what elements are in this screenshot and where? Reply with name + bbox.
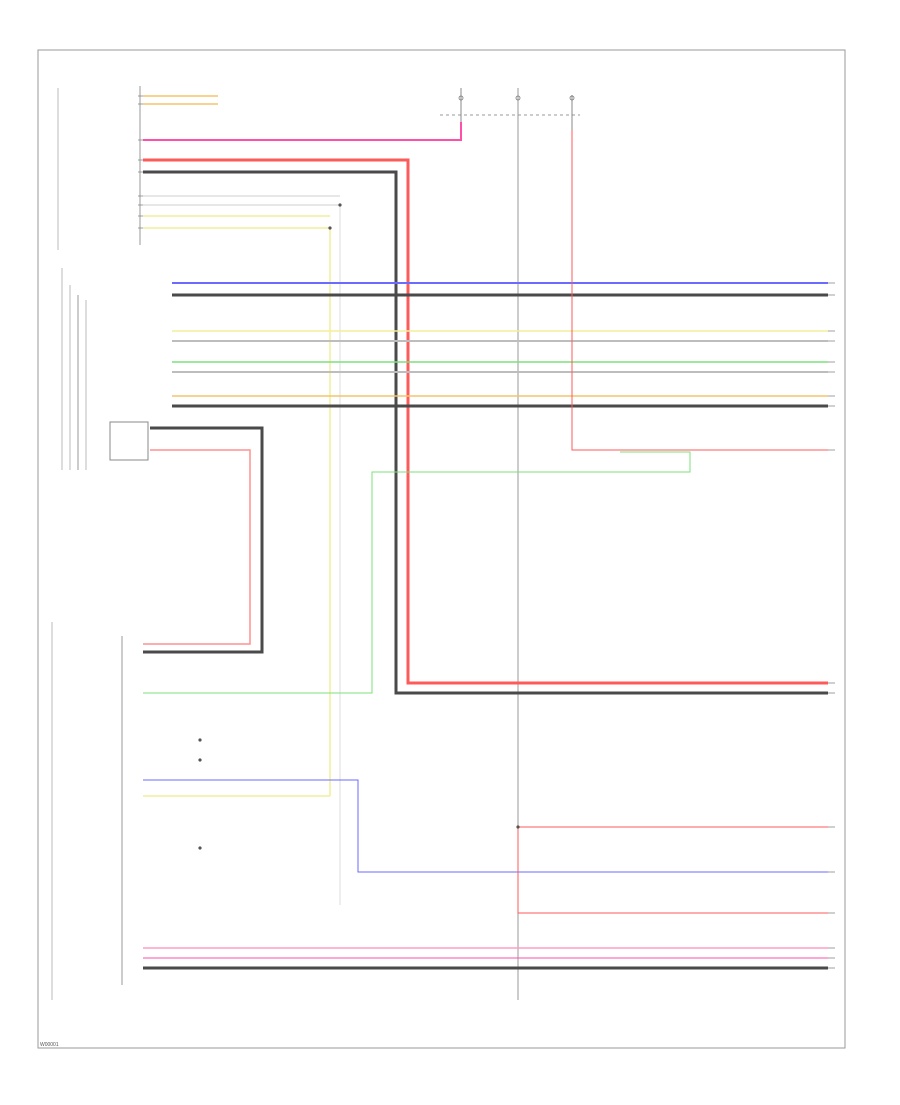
splices [198,203,520,850]
splice-icon [198,846,202,850]
fuse-icon [569,95,575,101]
connector-pins [138,95,835,969]
splice-icon [338,203,342,207]
wire-pink-power [143,122,462,141]
wire-red-amp [143,449,251,645]
diagram-code: W00001 [40,1042,59,1048]
splice-icon [198,758,202,762]
wire-red-main [143,158,828,685]
wire-black-amp [143,426,264,654]
splice-icon [198,738,202,742]
wire-black-main [143,170,828,695]
wire-red-lower [517,826,828,914]
antenna-amplifier-component [61,268,149,470]
wire-green-2 [143,451,691,694]
fuse-icon [515,95,521,101]
upper-left-component [57,86,141,250]
wire-yellow-2 [143,227,331,796]
fuse-block-area [440,88,580,1000]
splice-icon [328,226,332,230]
fuse-icon [458,95,464,101]
amplifier-box [109,421,149,461]
wire-red-fuse [571,130,828,451]
diagram-frame [37,49,846,1049]
navigation-control-module [51,622,123,1000]
wires [143,95,828,970]
wire-blue-2 [143,779,828,873]
splice-icon [516,825,520,829]
